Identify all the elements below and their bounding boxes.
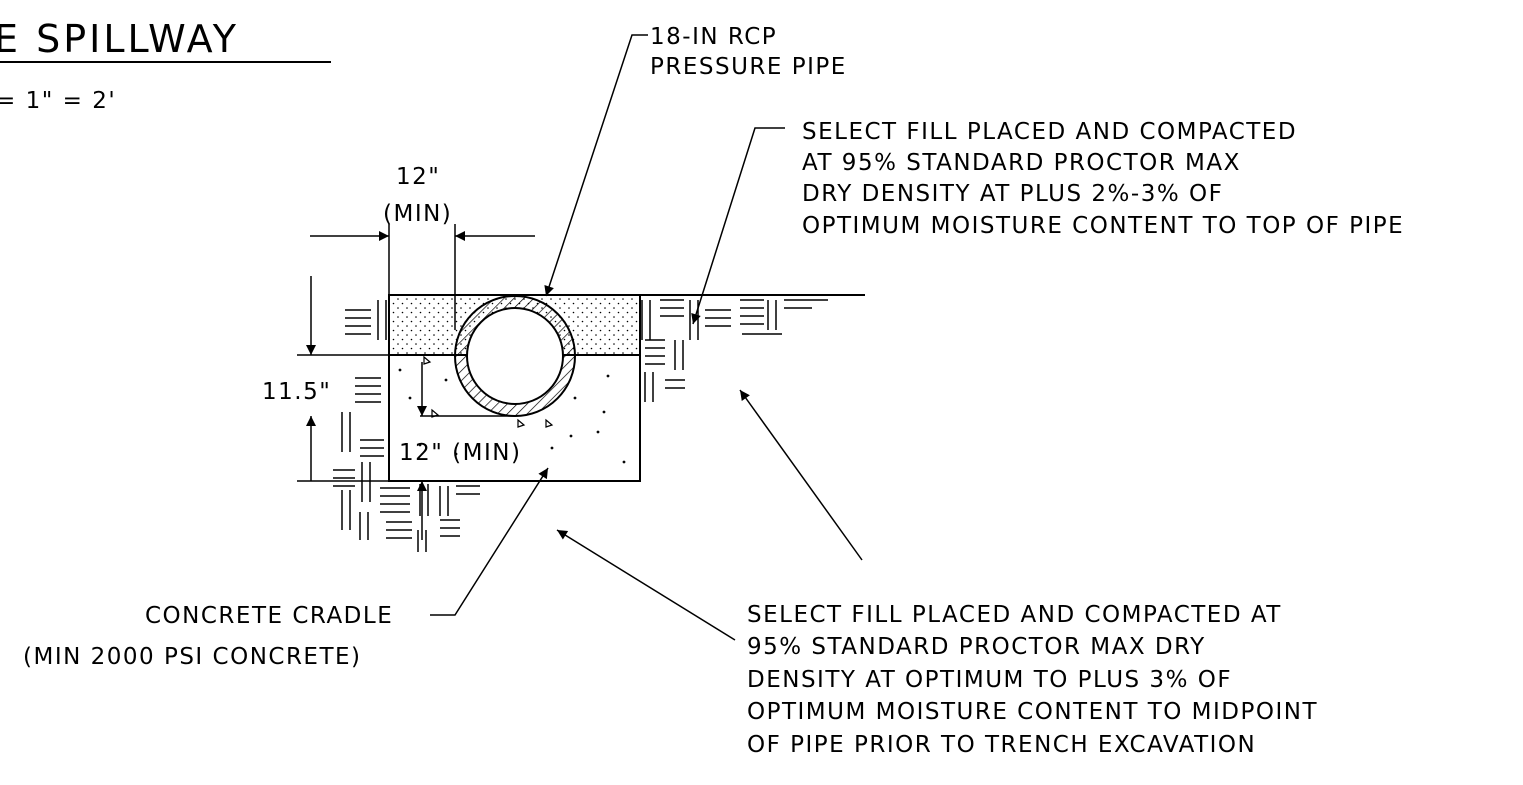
select-fill-bottom-leader-1	[556, 529, 736, 641]
select-fill-bottom-line-2: 95% STANDARD PROCTOR MAX DRY	[747, 634, 1206, 660]
select-fill-top-leader	[691, 127, 785, 325]
dim-bottom-clearance-value: 12" (MIN)	[399, 440, 521, 466]
dim-side-clearance-value: 12"	[396, 164, 440, 190]
pipe-leader	[544, 34, 648, 297]
drawing-scale: = 1" = 2'	[0, 88, 116, 114]
select-fill-bottom-line-1: SELECT FILL PLACED AND COMPACTED AT	[747, 602, 1282, 628]
cradle-aggregate-marks	[398, 355, 626, 464]
drawing-title: E SPILLWAY	[0, 17, 239, 61]
native-soil-symbols-left	[333, 300, 387, 530]
select-fill-bottom-leader-2	[739, 389, 863, 561]
pipe-bore	[466, 307, 564, 405]
concrete-cradle	[388, 294, 641, 482]
cradle-label-line-1: CONCRETE CRADLE	[145, 603, 393, 629]
pipe-label-line-2: PRESSURE PIPE	[650, 54, 847, 80]
select-fill-bottom-line-3: DENSITY AT OPTIMUM TO PLUS 3% OF	[747, 667, 1232, 693]
native-soil-symbols-right	[641, 299, 828, 402]
cradle-leader	[430, 467, 549, 616]
select-fill-bottom-line-4: OPTIMUM MOISTURE CONTENT TO MIDPOINT	[747, 699, 1318, 725]
select-fill-top-line-1: SELECT FILL PLACED AND COMPACTED	[802, 119, 1297, 145]
dim-cradle-height-value: 11.5"	[262, 379, 331, 405]
select-fill-bottom-line-5: OF PIPE PRIOR TO TRENCH EXCAVATION	[747, 732, 1256, 758]
select-fill-top-line-4: OPTIMUM MOISTURE CONTENT TO TOP OF PIPE	[802, 213, 1404, 239]
pipe-label-line-1: 18-IN RCP	[650, 24, 777, 50]
cradle-label-line-2: (MIN 2000 PSI CONCRETE)	[23, 644, 362, 670]
native-soil-symbols-bottom	[359, 484, 480, 552]
dim-side-clearance-qualifier: (MIN)	[383, 201, 452, 227]
select-fill-top-line-3: DRY DENSITY AT PLUS 2%-3% OF	[802, 181, 1223, 207]
select-fill-top-line-2: AT 95% STANDARD PROCTOR MAX	[802, 150, 1241, 176]
